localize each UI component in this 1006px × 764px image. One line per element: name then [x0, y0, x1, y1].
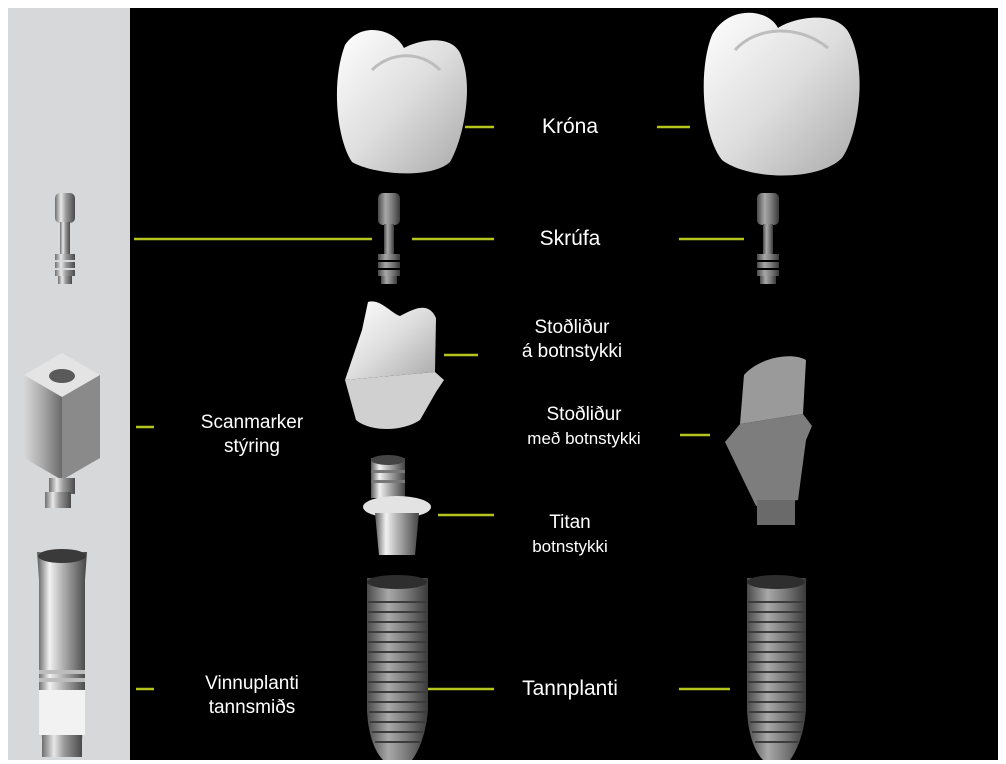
label-scanmarker-line2: stýring	[180, 435, 324, 459]
label-screw: Skrúfa	[523, 227, 617, 251]
label-abutment-on-base: Stoðliður á botnstykki	[510, 316, 634, 364]
screw-center-image	[378, 193, 400, 284]
abutment-on-base-center-image	[345, 301, 444, 429]
crown-right-image	[704, 13, 860, 176]
abutment-with-base-right-image	[725, 356, 812, 525]
label-titan-base-line2: botnstykki	[516, 535, 624, 559]
label-crown: Króna	[530, 115, 610, 139]
label-abutment-with-base: Stoðliður með botnstykki	[494, 403, 674, 451]
implant-center-image	[367, 575, 428, 760]
label-titan-base-line1: Titan	[516, 511, 624, 535]
crown-center-image	[337, 30, 467, 173]
label-scanmarker: Scanmarker stýring	[180, 411, 324, 459]
label-titan-base: Titan botnstykki	[516, 511, 624, 559]
screw-right-image	[757, 193, 779, 284]
label-abutment-on-base-line2: á botnstykki	[510, 340, 634, 364]
label-abutment-on-base-line1: Stoðliður	[510, 316, 634, 340]
label-abutment-with-base-line1: Stoðliður	[494, 403, 674, 427]
side-screw-image	[55, 193, 75, 284]
side-lab-analog-image	[37, 549, 87, 757]
label-lab-analog-line2: tannsmiðs	[180, 696, 324, 720]
label-lab-analog: Vinnuplanti tannsmiðs	[180, 672, 324, 720]
label-abutment-with-base-line2: með botnstykki	[494, 427, 674, 451]
label-implant: Tannplanti	[514, 677, 626, 701]
label-scanmarker-line1: Scanmarker	[180, 411, 324, 435]
implant-right-image	[747, 575, 806, 760]
titan-base-center-image	[363, 455, 431, 555]
label-lab-analog-line1: Vinnuplanti	[180, 672, 324, 696]
side-scanmarker-image	[24, 353, 100, 508]
